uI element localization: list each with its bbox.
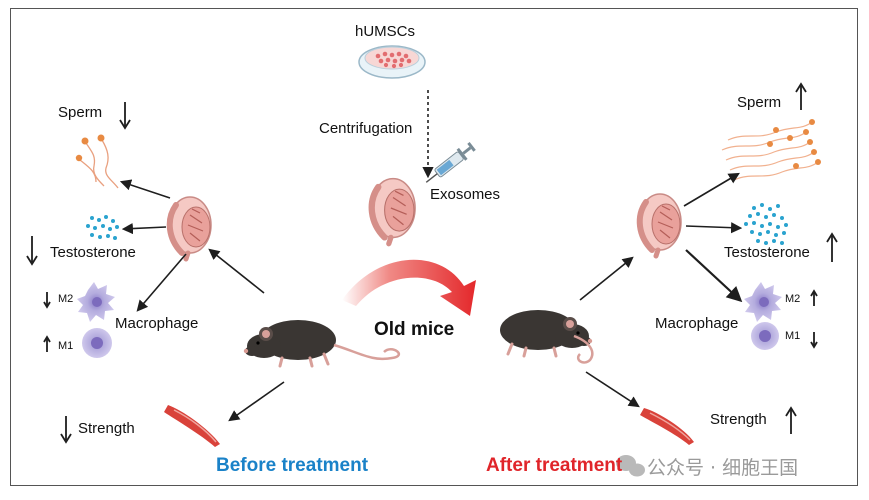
m2-before-down-arrow <box>43 292 51 309</box>
testosterone-after-label: Testosterone <box>724 244 810 261</box>
muscle-after-icon <box>640 408 694 445</box>
watermark-text: 公众号 · 细胞王国 <box>647 457 799 479</box>
macrophage-m1-after-icon <box>751 322 779 350</box>
sperm-after-up-arrow <box>795 82 807 110</box>
treatment-arrow <box>342 259 476 316</box>
testosterone-before-icon <box>86 215 119 240</box>
strength-before-down-arrow <box>60 416 72 444</box>
m2-after-up-arrow <box>810 289 818 306</box>
m1-before-label: M1 <box>58 340 74 352</box>
wechat-icon <box>616 455 645 477</box>
exosomes-label: Exosomes <box>430 186 501 203</box>
strength-after-label: Strength <box>710 411 767 428</box>
old-mice-label: Old mice <box>374 319 455 340</box>
testis-after-icon <box>639 194 681 256</box>
petri-dish-icon <box>358 45 426 79</box>
testosterone-before-down-arrow <box>26 236 38 266</box>
m2-before-label: M2 <box>58 293 74 305</box>
strength-after-up-arrow <box>785 406 797 434</box>
before-treatment-title: Before treatment <box>216 455 369 476</box>
testosterone-after-up-arrow <box>826 232 838 262</box>
m1-before-up-arrow <box>43 335 51 352</box>
strength-before-label: Strength <box>78 420 135 437</box>
humscs-label: hUMSCs <box>355 23 416 40</box>
m1-after-down-arrow <box>810 332 818 349</box>
figure-frame <box>10 8 858 486</box>
sperm-before-label: Sperm <box>58 104 103 121</box>
testis-before-icon <box>169 197 211 259</box>
sperm-before-down-arrow <box>119 102 131 130</box>
macrophage-m1-before-icon <box>82 328 112 358</box>
testosterone-after-icon <box>744 203 788 245</box>
centrifugation-label: Centrifugation <box>319 120 413 137</box>
old-mouse-after <box>498 308 594 358</box>
macrophage-m2-after-icon <box>744 282 782 322</box>
testosterone-before-label: Testosterone <box>50 244 136 261</box>
sperm-after-label: Sperm <box>737 94 782 111</box>
macrophage-m2-before-icon <box>77 282 115 322</box>
macrophage-after-label: Macrophage <box>655 315 739 332</box>
syringe-icon <box>425 142 476 183</box>
m2-after-label: M2 <box>785 293 801 305</box>
sperm-after-icon <box>721 119 821 181</box>
muscle-before-icon <box>164 405 220 447</box>
old-mouse-before <box>242 318 338 368</box>
sperm-before-icon <box>75 134 119 189</box>
macrophage-before-label: Macrophage <box>115 315 199 332</box>
after-treatment-title: After treatment <box>486 455 623 476</box>
m1-after-label: M1 <box>785 330 801 342</box>
testis-icon <box>371 179 415 244</box>
